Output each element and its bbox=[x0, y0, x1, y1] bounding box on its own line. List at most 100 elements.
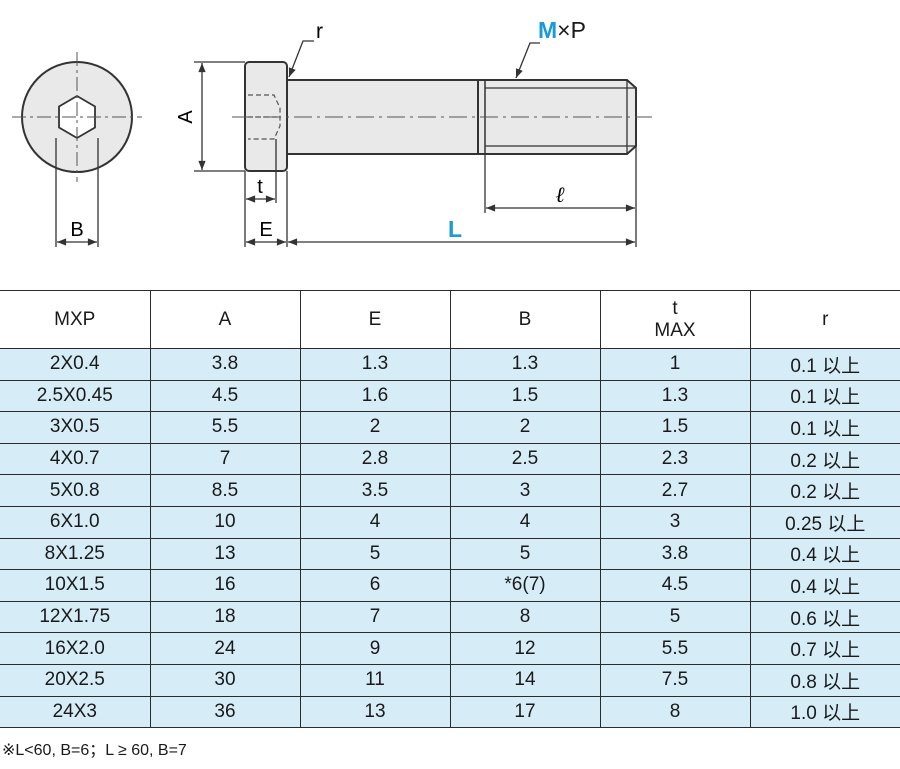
cell-e: 9 bbox=[299, 632, 451, 665]
dimension-r: r bbox=[288, 20, 323, 78]
cell-a: 5.5 bbox=[149, 411, 301, 444]
cell-t-max: 1 bbox=[599, 348, 751, 381]
cell-b: 17 bbox=[449, 695, 601, 729]
cell-mxp: 24X3 bbox=[0, 695, 151, 729]
cell-mxp: 4X0.7 bbox=[0, 442, 151, 476]
cell-a: 36 bbox=[149, 695, 301, 729]
cell-mxp: 5X0.8 bbox=[0, 474, 151, 507]
cell-b: 5 bbox=[449, 537, 601, 571]
cell-mxp: 2X0.4 bbox=[0, 348, 151, 381]
cell-mxp: 6X1.0 bbox=[0, 505, 151, 539]
cell-e: 11 bbox=[299, 663, 451, 697]
cell-t-max: 8 bbox=[599, 695, 751, 729]
cell-mxp: 20X2.5 bbox=[0, 663, 151, 697]
cell-a: 18 bbox=[149, 600, 301, 634]
cell-t-max: 3.8 bbox=[599, 537, 751, 571]
footnote: ※L<60, B=6；L ≥ 60, B=7 bbox=[2, 742, 187, 759]
cell-mxp: 12X1.75 bbox=[0, 600, 151, 634]
cell-e: 1.3 bbox=[299, 348, 451, 381]
cell-b: 8 bbox=[449, 600, 601, 634]
cell-a: 13 bbox=[149, 537, 301, 571]
header-e: E bbox=[299, 290, 451, 349]
cell-mxp: 2.5X0.45 bbox=[0, 379, 151, 413]
cell-r: 0.6 以上 bbox=[749, 600, 900, 634]
cell-a: 24 bbox=[149, 632, 301, 665]
cell-e: 13 bbox=[299, 695, 451, 729]
label-l-small: ℓ bbox=[555, 182, 565, 207]
cell-r: 0.4 以上 bbox=[749, 569, 900, 602]
cell-r: 0.1 以上 bbox=[749, 348, 900, 381]
label-e: E bbox=[259, 219, 272, 241]
header-r: r bbox=[749, 290, 900, 349]
cell-a: 30 bbox=[149, 663, 301, 697]
cell-e: 4 bbox=[299, 505, 451, 539]
cell-t-max: 2.3 bbox=[599, 442, 751, 476]
cell-t-max: 5.5 bbox=[599, 632, 751, 665]
label-m: M bbox=[538, 17, 557, 43]
cell-r: 0.1 以上 bbox=[749, 379, 900, 413]
cell-r: 0.7 以上 bbox=[749, 632, 900, 665]
cell-mxp: 16X2.0 bbox=[0, 632, 151, 665]
cell-t-max: 7.5 bbox=[599, 663, 751, 697]
dimension-l-big: L bbox=[287, 216, 635, 246]
header-b: B bbox=[449, 290, 601, 349]
label-t: t bbox=[257, 176, 263, 198]
cell-b: 4 bbox=[449, 505, 601, 539]
cell-t-max: 3 bbox=[599, 505, 751, 539]
cell-a: 10 bbox=[149, 505, 301, 539]
dimension-t: t bbox=[244, 139, 277, 247]
cell-mxp: 10X1.5 bbox=[0, 569, 151, 602]
label-b: B bbox=[70, 219, 83, 241]
cell-r: 0.2 以上 bbox=[749, 474, 900, 507]
cell-t-max: 1.3 bbox=[599, 379, 751, 413]
screw-dimension-drawing: B A r M×P t bbox=[12, 17, 652, 247]
cell-e: 7 bbox=[299, 600, 451, 634]
cell-r: 0.8 以上 bbox=[749, 663, 900, 697]
cell-t-max: 4.5 bbox=[599, 569, 751, 602]
cell-e: 3.5 bbox=[299, 474, 451, 507]
dimension-a: A bbox=[175, 61, 245, 172]
cell-b: *6(7) bbox=[449, 569, 601, 602]
dimension-e: E bbox=[245, 171, 288, 247]
cell-e: 6 bbox=[299, 569, 451, 602]
cell-r: 0.4 以上 bbox=[749, 537, 900, 571]
cell-a: 4.5 bbox=[149, 379, 301, 413]
cell-e: 2.8 bbox=[299, 442, 451, 476]
cell-e: 2 bbox=[299, 411, 451, 444]
dimension-m-x-p: M×P bbox=[515, 17, 586, 79]
label-times-p: ×P bbox=[557, 17, 586, 43]
cell-b: 14 bbox=[449, 663, 601, 697]
cell-mxp: 8X1.25 bbox=[0, 537, 151, 571]
cell-t-max: 1.5 bbox=[599, 411, 751, 444]
label-a: A bbox=[175, 110, 197, 124]
cell-a: 8.5 bbox=[149, 474, 301, 507]
dimension-b: B bbox=[55, 138, 99, 247]
cell-t-max: 5 bbox=[599, 600, 751, 634]
head-end-view bbox=[12, 52, 142, 182]
cell-mxp: 3X0.5 bbox=[0, 411, 151, 444]
cell-a: 7 bbox=[149, 442, 301, 476]
dimension-l-small: ℓ bbox=[484, 146, 637, 247]
svg-text:M×P: M×P bbox=[538, 17, 586, 43]
cell-b: 2 bbox=[449, 411, 601, 444]
cell-b: 3 bbox=[449, 474, 601, 507]
header-a: A bbox=[149, 290, 301, 349]
cell-b: 1.3 bbox=[449, 348, 601, 381]
cell-b: 12 bbox=[449, 632, 601, 665]
cell-e: 5 bbox=[299, 537, 451, 571]
cell-b: 2.5 bbox=[449, 442, 601, 476]
